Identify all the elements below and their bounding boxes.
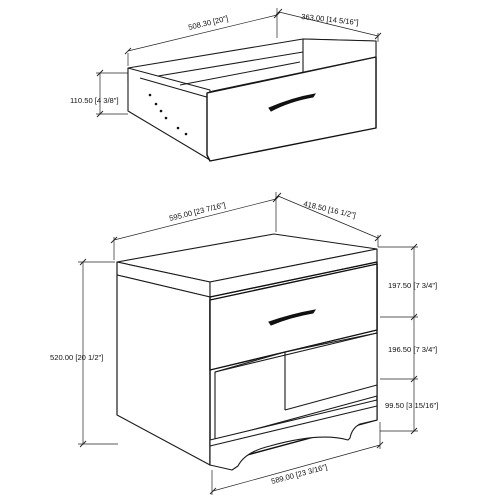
drawer-inner-edge <box>139 77 211 99</box>
nightstand-drawing: 595.00 [23 7/16"] 418.50 [16 1/2"] 520.0… <box>50 192 438 495</box>
nightstand-depth-label: 418.50 [16 1/2"] <box>303 199 357 220</box>
drawer-depth-dimension: 363.00 [14 5/16"] <box>275 8 382 42</box>
drawer-height-label: 110.50 [4 3/8"] <box>70 96 119 105</box>
drawer-handle-icon <box>268 93 317 112</box>
drawer-height-dimension: 110.50 [4 3/8"] <box>70 69 128 118</box>
nightstand-width-label: 595.00 [23 7/16"] <box>168 200 226 223</box>
nightstand-height-dimension: 520.00 [20 1/2"] <box>50 258 118 448</box>
drawer-side-holes <box>148 93 188 136</box>
nightstand-shelf-height-label: 196.50 [7 3/4"] <box>388 345 437 354</box>
nightstand-height-label: 520.00 [20 1/2"] <box>50 353 103 362</box>
nightstand-drawer-height-label: 197.50 [7 3/4"] <box>388 281 437 290</box>
nightstand-right-dimensions: 197.50 [7 3/4"] 196.50 [7 3/4"] 99.50 [3… <box>378 243 438 435</box>
nightstand-base-width-label: 589.00 [23 3/16"] <box>270 462 328 486</box>
nightstand-base <box>209 399 378 471</box>
nightstand-left-side <box>116 274 211 466</box>
drawer-inner-back-edge <box>179 61 301 86</box>
nightstand-base-height-label: 99.50 [3 15/16"] <box>385 401 438 410</box>
nightstand-open-shelf <box>214 332 378 441</box>
nightstand-drawer-handle-icon <box>268 309 317 326</box>
drawer-width-label: 508.30 [20"] <box>187 14 229 32</box>
drawer-drawing: 508.30 [20"] 363.00 [14 5/16"] 110.50 [4… <box>70 8 382 162</box>
drawer-depth-label: 363.00 [14 5/16"] <box>301 12 359 27</box>
drawer-front-panel <box>206 56 377 162</box>
